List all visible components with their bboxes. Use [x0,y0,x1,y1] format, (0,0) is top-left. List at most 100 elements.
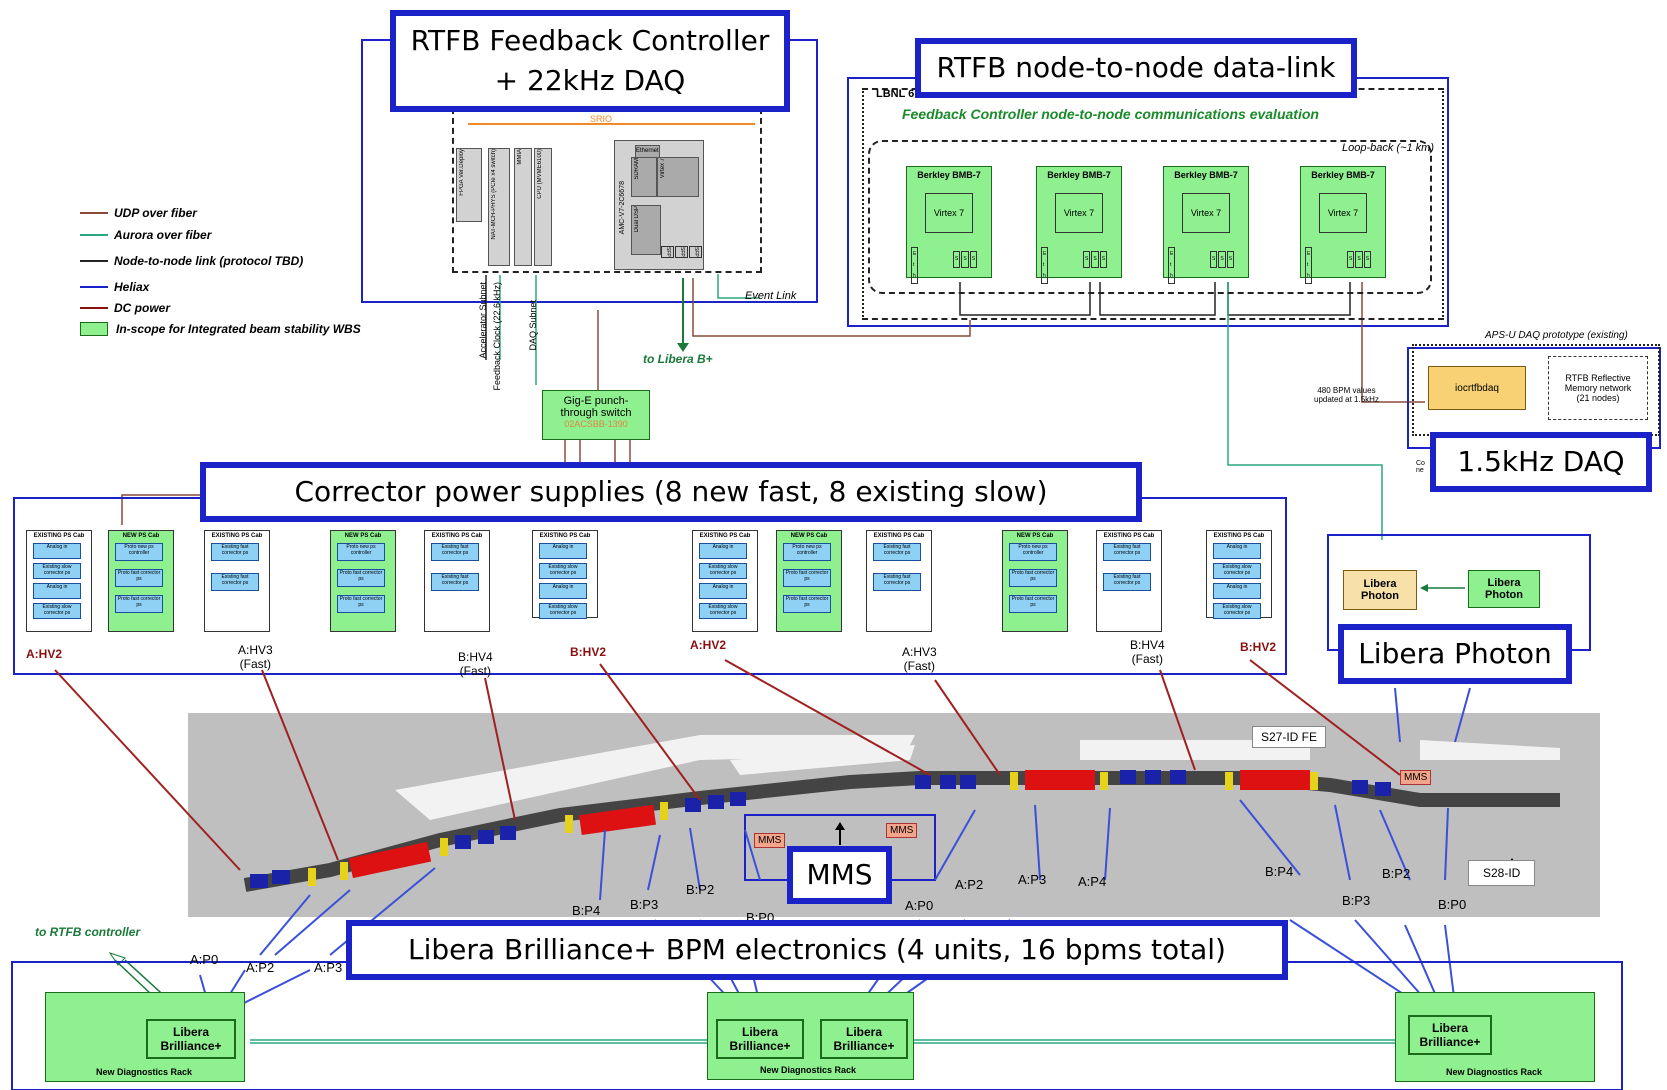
accel-subnet-label: Accelerator Subnet [478,282,488,359]
ps-unit: Proto new ps controller [1009,543,1057,561]
sfp-port: S [1355,251,1363,268]
bpm-label: A:P2 [955,877,984,892]
iocrtfbdaq-box: iocrtfbdaq [1428,366,1526,410]
loopback-outline [868,140,1432,294]
sfp-port: SFP [675,246,688,258]
callout-rtfb-controller: RTFB Feedback Controller + 22kHz DAQ [390,10,790,112]
gige-label: Gig-E punch- through switch [560,395,632,419]
mms-tag: MMS [886,823,918,838]
ps-unit: Analog in [699,543,747,559]
ps-cabinet-title: EXISTING PS Cab [1213,533,1265,539]
card-label: MMIA [517,149,523,165]
s27-id-fe-label: S27-ID FE [1252,726,1327,748]
ps-unit: Existing slow corrector ps [33,563,81,579]
to-rtfb-controller-label: to RTFB controller [35,925,141,939]
card-label: NAT-MCH-PHYS (PCIe x4 switch) [491,149,497,240]
ps-unit: Existing fast corrector ps [873,543,921,561]
gige-model: 02ACSBB-1390 [564,419,628,429]
bpm-label: A:P4 [1078,874,1107,889]
callout-libera-photon: Libera Photon [1338,624,1572,684]
dsp-label: Dual DSP [634,206,640,233]
sfp-ports: SFP SFP SFP [661,246,702,258]
diagnostics-rack-1: Libera Brilliance+ New Diagnostics Rack [45,992,245,1082]
ps-unit: Existing fast corrector ps [211,573,259,591]
srio-label: SRIO [590,114,613,124]
ps-cabinet-title: NEW PS Cab [1016,533,1054,539]
sfp-port: SFP [661,246,674,258]
callout-libera-bpm: Libera Brilliance+ BPM electronics (4 un… [346,920,1288,980]
sdram-chip: SDRAM [631,157,657,197]
ps-unit: Proto new ps controller [115,543,163,561]
card-fpga: FPGA Ver.Deploy [456,148,482,222]
amc-card: AMC-V7-2C6678 Ethernet SDRAM Virtex 7 Du… [614,140,704,270]
board-sfp-ports: S S S [1210,251,1235,268]
virtex-chip: Virtex 7 [657,157,699,197]
bpm-label: B:P0 [1438,897,1467,912]
amc-label: AMC-V7-2C6678 [619,181,626,235]
bpm-label: A:P0 [905,898,934,913]
bpm-label: B:P3 [630,897,659,912]
sfp-port: S [1347,251,1355,268]
sdram-label: SDRAM [634,158,640,180]
ps-unit: Existing slow corrector ps [1213,563,1261,579]
legend-line-icon [80,260,108,262]
ps-cabinet-title: NEW PS Cab [122,533,160,539]
board-eth-port: E t h [1041,247,1049,284]
callout-node-to-node: RTFB node-to-node data-link [915,38,1357,98]
hv-label: A:HV2 [26,647,63,661]
board-sfp-ports: S S S [953,251,978,268]
hv-label: A:HV2 [690,638,727,652]
event-link-label: Event Link [745,290,797,302]
ps-unit: Analog in [1213,543,1261,559]
board-title: Berkley BMB-7 [917,170,981,180]
ps-unit: Existing fast corrector ps [1103,573,1151,591]
board-eth-port: E t h [1305,247,1313,284]
daq-co-label: Co ne [1416,460,1425,474]
ps-unit: Analog in [539,583,587,599]
to-libera-label: to Libera B+ [643,352,713,366]
legend-heliax: Heliax [80,280,149,294]
ps-cabinet-title: EXISTING PS Cab [1103,533,1155,539]
ps-cabinet-title: EXISTING PS Cab [873,533,925,539]
ps-unit: Proto fast corrector ps [337,569,385,587]
libera-brilliance-unit: Libera Brilliance+ [716,1019,804,1059]
ps-cabinet-title: EXISTING PS Cab [699,533,751,539]
hv-label: A:HV3 (Fast) [902,645,937,673]
legend-node-link: Node-to-node link (protocol TBD) [80,254,303,268]
legend-line-icon [80,286,108,288]
ps-unit: Existing slow corrector ps [33,603,81,619]
board-sfp-ports: S S S [1347,251,1372,268]
card-mmia: MMIA [514,148,532,266]
ps-cabinet-title: NEW PS Cab [344,533,382,539]
sfp-port: S [953,251,961,268]
bpm-label: B:P4 [1265,864,1294,879]
bpm-label: B:P3 [1342,893,1371,908]
board-title: Berkley BMB-7 [1047,170,1111,180]
ps-unit: Analog in [33,583,81,599]
ps-unit: Proto fast corrector ps [337,595,385,613]
sfp-port: S [1099,251,1108,268]
legend-aurora: Aurora over fiber [80,228,211,242]
ps-cabinet-title: NEW PS Cab [790,533,828,539]
s28-id-label: S28-ID [1468,860,1536,886]
board-eth-port: E t h [1168,247,1176,284]
legend-dc-power: DC power [80,301,170,315]
ps-unit: Analog in [33,543,81,559]
rack-name: New Diagnostics Rack [760,1065,857,1075]
sfp-port: S [1091,251,1099,268]
sfp-port: S [969,251,978,268]
ps-unit: Proto new ps controller [783,543,831,561]
hv-label: B:HV2 [570,645,607,659]
daq-subnet-label: DAQ Subnet [528,300,538,351]
hv-label: A:HV3 (Fast) [238,643,273,671]
ps-unit: Existing slow corrector ps [1213,603,1261,619]
bpm-label: A:P0 [190,952,219,967]
gige-switch: Gig-E punch- through switch 02ACSBB-1390 [542,390,650,440]
ps-unit: Existing fast corrector ps [431,543,479,561]
